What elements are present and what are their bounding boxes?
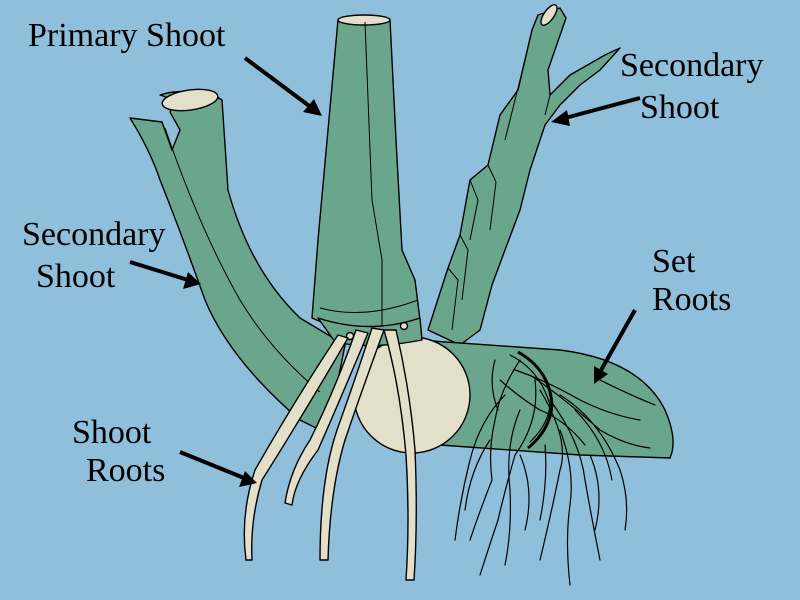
primary-shoot bbox=[311, 14, 423, 347]
label-set-roots: Set Roots bbox=[652, 243, 731, 318]
shoot-roots bbox=[243, 327, 417, 581]
secondary-shoot-left bbox=[129, 88, 346, 431]
secondary-shoot-right-arrowhead bbox=[551, 110, 570, 126]
label-secondary-shoot-left: Secondary Shoot bbox=[22, 216, 174, 295]
sett-body bbox=[353, 336, 674, 459]
shoot-roots-arrow bbox=[179, 450, 245, 480]
secondary-shoot-right bbox=[427, 4, 621, 346]
label-primary-shoot: Primary Shoot bbox=[28, 17, 226, 54]
set-roots bbox=[454, 354, 656, 586]
set-root-band bbox=[517, 350, 554, 450]
label-shoot-roots: Shoot Roots bbox=[72, 414, 165, 489]
shoot-roots-arrowhead bbox=[239, 471, 257, 487]
set-roots-arrowhead bbox=[594, 366, 608, 384]
secondary-shoot-right-arrow bbox=[564, 96, 641, 120]
primary-shoot-arrowhead bbox=[303, 99, 322, 116]
secondary-shoot-left-arrowhead bbox=[183, 272, 201, 289]
label-secondary-shoot-right: Secondary Shoot bbox=[620, 47, 772, 126]
secondary-shoot-left-arrow bbox=[129, 260, 189, 282]
set-roots-arrow bbox=[598, 309, 637, 373]
arrows bbox=[129, 56, 641, 487]
primary-shoot-arrow bbox=[243, 56, 314, 110]
